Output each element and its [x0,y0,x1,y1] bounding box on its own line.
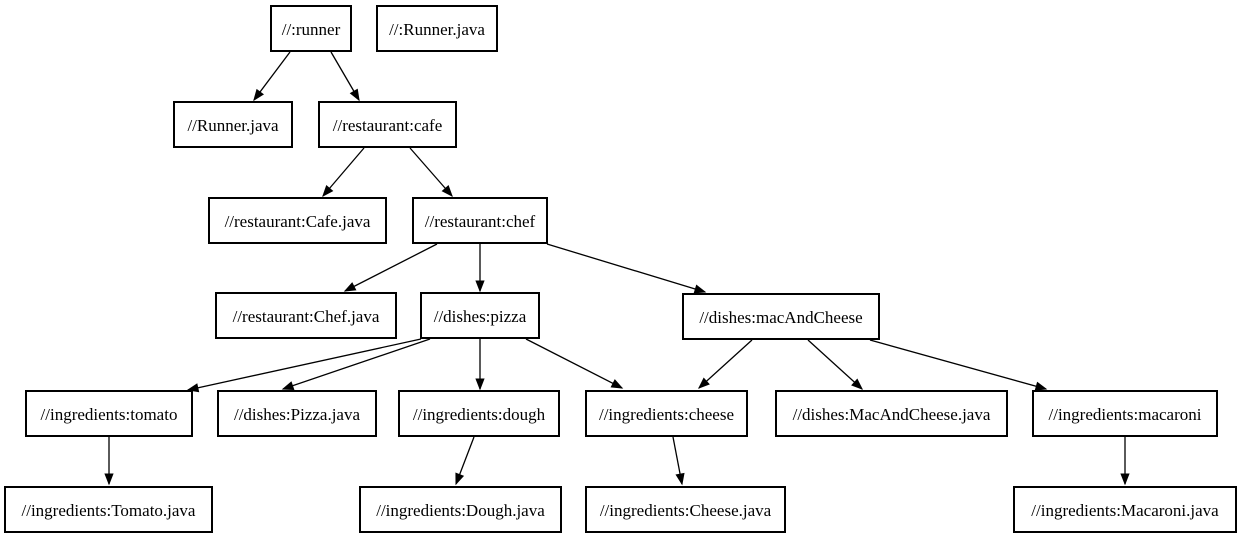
edge-cheese-to-cheese-java [672,436,685,486]
node-label-pizza-java: //dishes:Pizza.java [233,404,361,424]
node-label-dough: //ingredients:dough [412,404,546,424]
node-label-mac-and-cheese: //dishes:macAndCheese [699,307,863,327]
node-label-cafe: //restaurant:cafe [332,115,443,135]
node-runner-src: //:Runner.java [376,5,498,52]
edge-chef-to-chef-java [343,243,438,292]
edge-dough-to-dough-java [455,436,475,486]
node-cheese-java: //ingredients:Cheese.java [585,486,786,533]
node-runner: //:runner [270,5,352,52]
node-label-chef: //restaurant:chef [424,211,536,231]
node-tomato-java: //ingredients:Tomato.java [4,486,213,533]
node-cafe: //restaurant:cafe [318,101,457,148]
node-label-runner-java: //Runner.java [187,115,279,135]
node-label-runner-src: //:Runner.java [389,19,485,39]
node-dough-java: //ingredients:Dough.java [359,486,562,533]
node-label-chef-java: //restaurant:Chef.java [232,306,380,326]
node-dough: //ingredients:dough [398,390,560,437]
edge-pizza-to-tomato [186,338,422,393]
edge-mac-and-cheese-to-mac-and-cheese-java [807,339,864,390]
node-pizza-java: //dishes:Pizza.java [217,390,377,437]
edge-cafe-to-cafe-java [322,147,365,198]
edge-cafe-to-chef [409,147,453,198]
node-label-pizza: //dishes:pizza [433,306,527,326]
node-label-runner: //:runner [281,19,341,39]
edge-mac-and-cheese-to-macaroni [869,339,1048,391]
node-label-macaroni-java: //ingredients:Macaroni.java [1031,500,1219,520]
node-mac-and-cheese-java: //dishes:MacAndCheese.java [775,390,1008,437]
edge-mac-and-cheese-to-cheese [697,339,753,389]
edge-pizza-to-cheese [525,338,624,389]
node-runner-java: //Runner.java [173,101,293,148]
node-chef-java: //restaurant:Chef.java [215,292,397,339]
node-label-cafe-java: //restaurant:Cafe.java [224,211,371,231]
edge-pizza-to-pizza-java [281,338,431,391]
node-cheese: //ingredients:cheese [585,390,748,437]
node-label-macaroni: //ingredients:macaroni [1048,404,1202,424]
edge-runner-to-cafe [330,51,360,102]
node-label-cheese: //ingredients:cheese [598,404,734,424]
node-tomato: //ingredients:tomato [25,390,193,437]
edge-chef-to-mac-and-cheese [546,243,707,294]
node-label-tomato-java: //ingredients:Tomato.java [21,500,196,520]
node-macaroni-java: //ingredients:Macaroni.java [1013,486,1237,533]
node-cafe-java: //restaurant:Cafe.java [208,197,387,244]
node-label-cheese-java: //ingredients:Cheese.java [599,500,772,520]
node-label-dough-java: //ingredients:Dough.java [376,500,545,520]
node-label-tomato: //ingredients:tomato [40,404,178,424]
node-label-mac-and-cheese-java: //dishes:MacAndCheese.java [792,404,991,424]
node-chef: //restaurant:chef [412,197,548,244]
edge-runner-to-runner-java [253,51,291,102]
node-pizza: //dishes:pizza [420,292,540,339]
node-macaroni: //ingredients:macaroni [1032,390,1218,437]
node-mac-and-cheese: //dishes:macAndCheese [682,293,880,340]
